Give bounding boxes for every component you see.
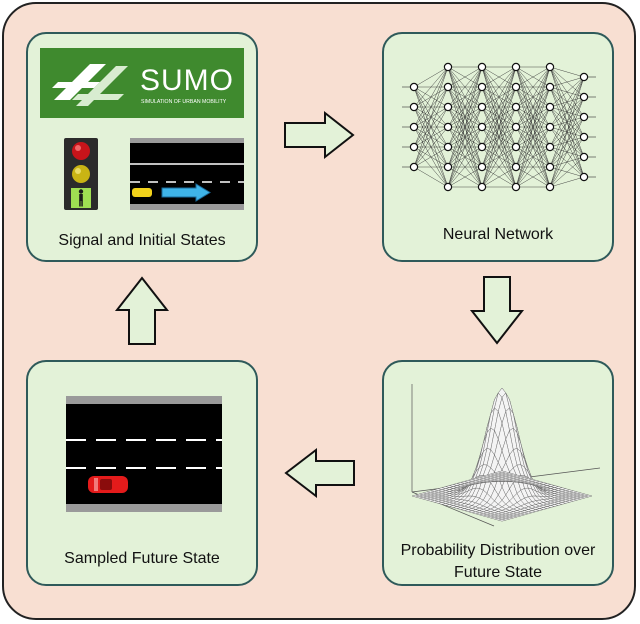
nn-node	[511, 62, 521, 72]
pedestrian-icon	[78, 189, 84, 207]
nn-node	[409, 162, 419, 172]
up-arrow-icon	[114, 276, 170, 345]
yellow-car	[132, 188, 152, 197]
nn-node	[545, 182, 555, 192]
nn-node	[511, 122, 521, 132]
nn-node	[511, 102, 521, 112]
nn-node	[579, 112, 589, 122]
nn-node	[511, 162, 521, 172]
nn-node	[443, 182, 453, 192]
nn-node	[477, 142, 487, 152]
traffic-light-icon	[64, 138, 98, 210]
gaussian-surface-plot	[411, 384, 601, 527]
distribution-label-line2: Future State	[453, 564, 543, 581]
surface-mesh	[411, 387, 593, 522]
nn-node	[545, 62, 555, 72]
nn-node	[579, 172, 589, 182]
down-arrow-icon	[469, 276, 525, 345]
sumo-logo: SUMO SIMULATION OF URBAN MOBILITY	[40, 48, 244, 118]
nn-node	[545, 162, 555, 172]
nn-node	[409, 142, 419, 152]
nn-node	[477, 82, 487, 92]
sumo-road-icon	[52, 64, 128, 106]
nn-node	[579, 152, 589, 162]
nn-node	[443, 142, 453, 152]
nn-node	[545, 102, 555, 112]
sampled-panel-label: Sampled Future State	[64, 550, 220, 567]
nn-node	[409, 122, 419, 132]
nn-connections	[402, 66, 596, 188]
right-arrow-icon	[284, 110, 355, 160]
signal-initial-states-panel: SUMO SIMULATION OF URBAN MOBILITY	[26, 32, 258, 262]
nn-node	[409, 82, 419, 92]
nn-node	[477, 162, 487, 172]
flow-arrow-icon	[161, 183, 211, 202]
nn-node	[443, 122, 453, 132]
nn-node	[579, 72, 589, 82]
nn-node	[579, 132, 589, 142]
distribution-label-line1: Probability Distribution over	[400, 542, 596, 559]
nn-node	[545, 122, 555, 132]
nn-node	[443, 162, 453, 172]
sumo-logo-text: SUMO	[140, 64, 234, 97]
nn-node	[477, 102, 487, 112]
network-panel-label: Neural Network	[442, 226, 554, 243]
initial-road-scene	[130, 138, 244, 210]
nn-node	[511, 82, 521, 92]
nn-node	[443, 102, 453, 112]
sumo-logo-subtext: SIMULATION OF URBAN MOBILITY	[141, 99, 227, 105]
nn-node	[511, 142, 521, 152]
red-car	[88, 476, 128, 493]
nn-node	[477, 182, 487, 192]
nn-node	[545, 82, 555, 92]
nn-node	[477, 122, 487, 132]
nn-node	[511, 182, 521, 192]
nn-node	[409, 102, 419, 112]
probability-distribution-panel: Probability Distribution over Future Sta…	[382, 360, 614, 586]
nn-node	[443, 62, 453, 72]
sampled-future-state-panel: Sampled Future State	[26, 360, 258, 586]
nn-node	[443, 82, 453, 92]
future-road-scene	[66, 396, 222, 512]
left-arrow-icon	[284, 447, 355, 499]
signal-panel-label: Signal and Initial States	[58, 232, 226, 249]
nn-node	[545, 142, 555, 152]
neural-network-graph	[402, 62, 596, 192]
nn-node	[477, 62, 487, 72]
neural-network-panel: Neural Network	[382, 32, 614, 262]
nn-node	[579, 92, 589, 102]
